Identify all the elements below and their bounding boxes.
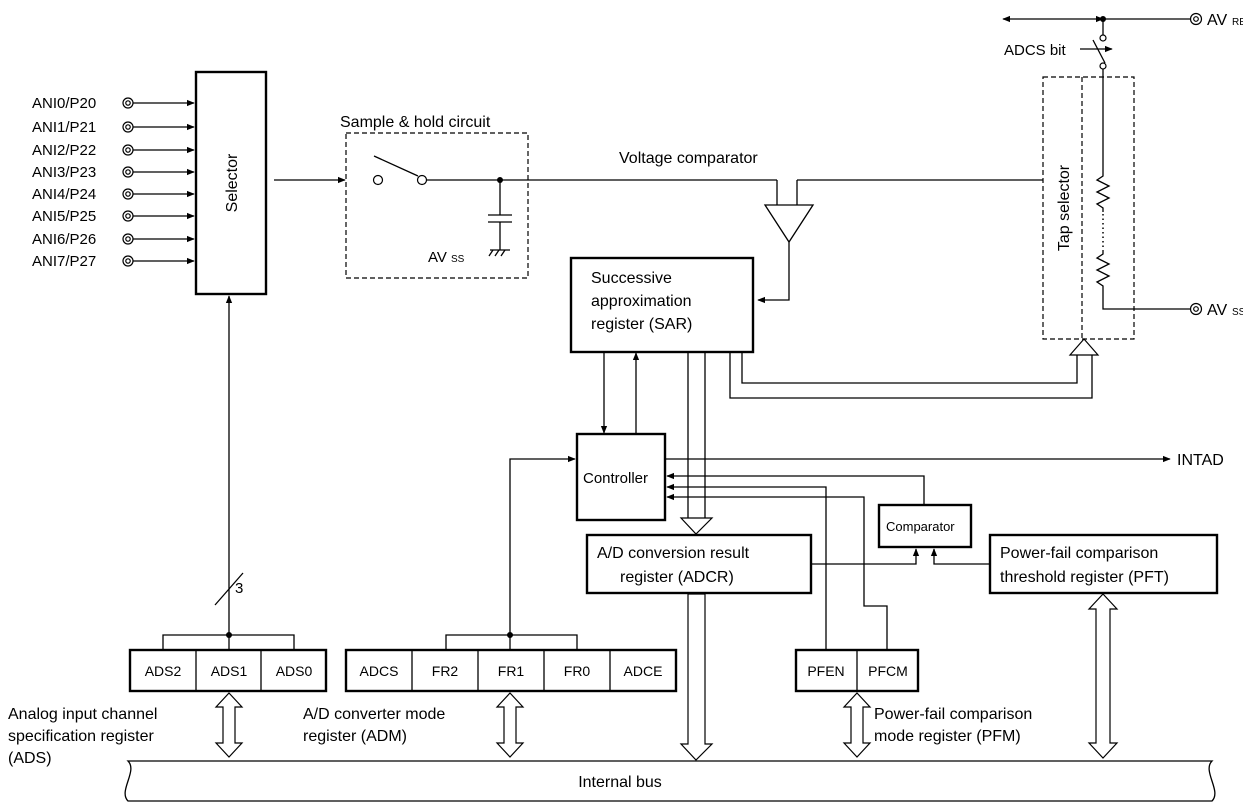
- adcs-switch: ADCS bit: [1004, 19, 1113, 172]
- adcr-bus-arrow: [679, 593, 714, 761]
- pfm-bus-arrow: [842, 692, 872, 758]
- adm-to-controller: [509, 455, 576, 635]
- input-label: ANI6/P26: [32, 231, 96, 248]
- internal-bus-label: Internal bus: [578, 774, 662, 791]
- adm-bit-adcs: ADCS: [360, 663, 399, 679]
- adcr-line2: register (ADCR): [620, 569, 734, 586]
- sar-block: Successive approximation register (SAR): [569, 256, 755, 354]
- pfcm-to-controller: [666, 493, 888, 650]
- pfm-bit-pfen: PFEN: [807, 663, 844, 679]
- ads-desc-line2: specification register: [8, 728, 155, 745]
- sar-to-adcr-bus: [679, 352, 714, 535]
- input-ani3: ANI3/P23: [32, 164, 195, 181]
- adm-desc-line2: register (ADM): [303, 728, 407, 745]
- adcr-line1: A/D conversion result: [597, 545, 750, 562]
- adm-bit-fr2: FR2: [432, 663, 459, 679]
- input-label: ANI2/P22: [32, 142, 96, 159]
- input-label: ANI5/P25: [32, 208, 96, 225]
- pfm-bit-pfcm: PFCM: [868, 663, 908, 679]
- sample-hold-label: Sample & hold circuit: [340, 114, 491, 131]
- adm-bit-fr1: FR1: [498, 663, 525, 679]
- avref-supply: AV REF: [1002, 12, 1243, 29]
- avss-sub: SS: [451, 254, 465, 265]
- ads-bit-ads2: ADS2: [145, 663, 182, 679]
- pfm-desc-line1: Power-fail comparison: [874, 706, 1032, 723]
- comparator-triangle: [763, 204, 815, 244]
- adm-bus-arrow: [495, 692, 525, 758]
- selector-block: Selector: [194, 70, 268, 296]
- sar-line1: Successive: [591, 270, 672, 287]
- adm-desc-line1: A/D converter mode: [303, 706, 445, 723]
- comparator-label: Comparator: [886, 519, 955, 534]
- internal-bus: Internal bus: [124, 760, 1216, 802]
- input-ani4: ANI4/P24: [32, 186, 195, 203]
- ads-desc-line1: Analog input channel: [8, 706, 157, 723]
- sample-hold-circuit: Sample & hold circuit AV SS: [340, 114, 777, 279]
- pft-block: Power-fail comparison threshold register…: [988, 533, 1219, 595]
- pft-line1: Power-fail comparison: [1000, 545, 1158, 562]
- ads-bit-ads0: ADS0: [276, 663, 313, 679]
- input-label: ANI3/P23: [32, 164, 96, 181]
- input-ani5: ANI5/P25: [32, 208, 195, 225]
- avss-right-main: AV: [1207, 302, 1227, 319]
- controller-block: Controller: [575, 432, 667, 522]
- tap-selector: Tap selector: [1042, 76, 1135, 340]
- ads-bus-arrow: [214, 692, 244, 758]
- voltage-comparator: Voltage comparator: [619, 150, 1043, 304]
- sar-line2: approximation: [591, 293, 692, 310]
- input-label: ANI1/P21: [32, 119, 96, 136]
- pft-to-comparator: [930, 548, 990, 565]
- adcr-block: A/D conversion result register (ADCR): [585, 533, 813, 595]
- input-ani2: ANI2/P22: [32, 142, 195, 159]
- input-ani7: ANI7/P27: [32, 253, 195, 270]
- input-label: ANI4/P24: [32, 186, 96, 203]
- tap-selector-label: Tap selector: [1056, 164, 1073, 251]
- adcs-bit-label: ADCS bit: [1004, 42, 1067, 59]
- input-ani1: ANI1/P21: [32, 119, 195, 136]
- voltage-comparator-label: Voltage comparator: [619, 150, 758, 167]
- input-ani0: ANI0/P20: [32, 95, 195, 112]
- comparator-to-controller: [666, 472, 925, 505]
- sample-switch: [373, 155, 419, 177]
- avss-main: AV: [428, 249, 447, 266]
- analog-inputs: ANI0/P20 ANI1/P21 ANI2/P22 ANI3/P23 ANI4…: [32, 95, 195, 270]
- adm-bit-fr0: FR0: [564, 663, 591, 679]
- pft-bus-arrow: [1087, 593, 1119, 759]
- sar-to-tap-bus: [729, 338, 1100, 399]
- avref-sub: REF: [1232, 17, 1243, 28]
- ads-desc-line3: (ADS): [8, 750, 52, 767]
- controller-label: Controller: [583, 470, 648, 487]
- input-ani6: ANI6/P26: [32, 231, 195, 248]
- input-label: ANI7/P27: [32, 253, 96, 270]
- sar-line3: register (SAR): [591, 316, 692, 333]
- ads-bit-ads1: ADS1: [211, 663, 248, 679]
- pfm-desc-line2: mode register (PFM): [874, 728, 1021, 745]
- comparator-block: Comparator: [877, 503, 973, 549]
- adm-register: ADCS FR2 FR1 FR0 ADCE: [344, 648, 678, 693]
- pfm-register: PFEN PFCM: [794, 648, 920, 693]
- adm-bit-adce: ADCE: [624, 663, 663, 679]
- pft-line2: threshold register (PFT): [1000, 569, 1169, 586]
- resistor-ladder: AV SS: [1095, 172, 1243, 319]
- intad-label: INTAD: [1177, 452, 1224, 469]
- input-label: ANI0/P20: [32, 95, 96, 112]
- bus-width-slash: [214, 572, 244, 606]
- adcr-to-comparator: [811, 548, 920, 565]
- selector-label: Selector: [224, 153, 241, 212]
- pfen-to-controller: [666, 483, 827, 650]
- ads-register: ADS2 ADS1 ADS0: [128, 648, 328, 693]
- avss-right-sub: SS: [1232, 307, 1243, 318]
- avref-main: AV: [1207, 12, 1227, 29]
- bus-width-label: 3: [235, 580, 243, 597]
